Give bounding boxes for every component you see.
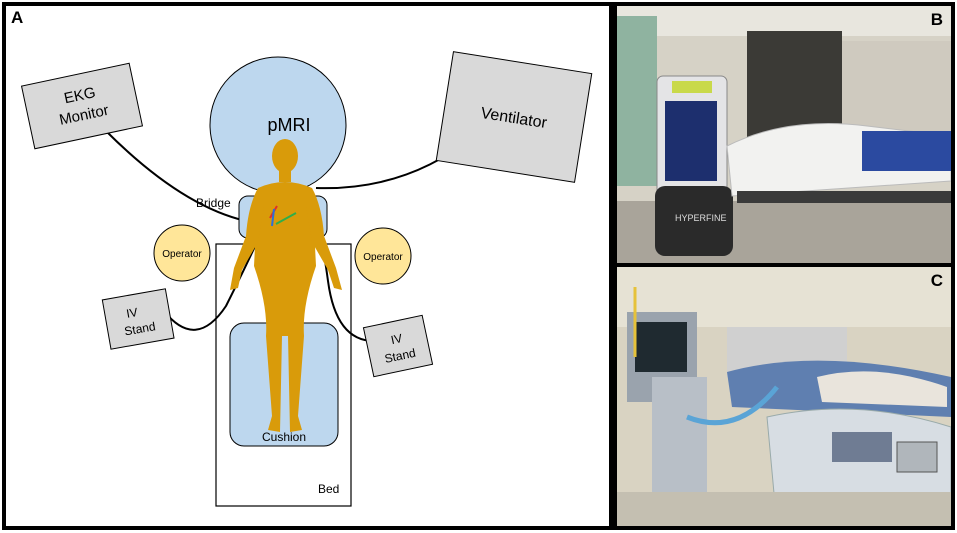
panel-letter-c: C [930,271,943,290]
panel-letter-b: B [930,10,943,29]
panel-a-diagram: Bed Cushion Bridge pMRI Operator Operato… [2,2,613,530]
operator-right [354,227,412,285]
iv-stand-left: IV Stand [101,288,175,350]
cushion-label: Cushion [262,430,306,444]
iv-right-line2: Stand [383,346,417,366]
setup-diagram: Bed Cushion Bridge pMRI Operator Operato… [20,51,593,507]
operator-left-label: Operator [162,249,202,260]
iv-right-line1: IV [390,331,404,347]
ekg-label-line1: EKG [63,84,98,107]
panel-b-photo: HYPERFINE B [613,2,955,267]
iv-left-line1: IV [125,305,139,321]
ekg-monitor: EKG Monitor [20,62,144,150]
patient-figure [230,139,342,432]
photo-b: HYPERFINE [617,6,951,263]
ecg-lead-blue [271,208,275,227]
cushion [229,322,339,447]
pmri-label: pMRI [267,115,310,135]
bed-label: Bed [318,482,339,496]
iv-stand-right: IV Stand [362,314,434,378]
operator-left [153,224,211,282]
ecg-lead-green [275,212,297,225]
hyperfine-brand: HYPERFINE [675,213,727,223]
photo-c [617,267,951,526]
iv-left-line2: Stand [123,319,156,338]
bridge-label: Bridge [196,196,231,210]
ventilator: Ventilator [435,51,593,183]
panel-c-photo: C [613,263,955,530]
operator-right-label: Operator [363,252,403,263]
panel-letter-a: A [11,8,24,27]
iv-left-line [163,243,257,331]
